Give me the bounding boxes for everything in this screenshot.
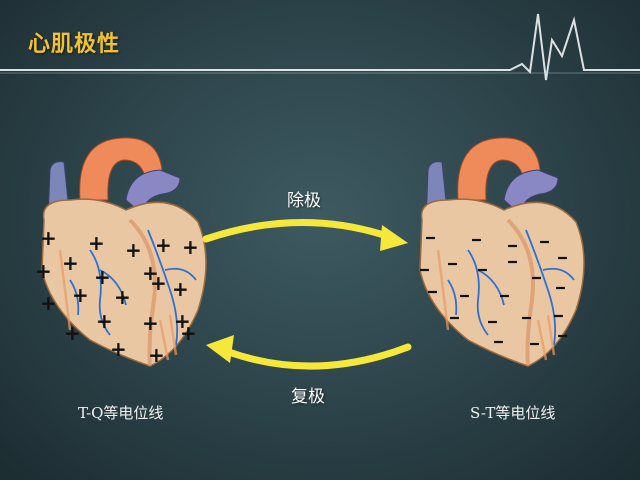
charge-sign: +: [150, 271, 167, 295]
myocardium: [419, 198, 585, 367]
charge-sign: +: [148, 343, 165, 367]
charge-sign: +: [94, 265, 111, 289]
depolarization-label: 除极: [287, 191, 321, 211]
coronary-vessels: [69, 229, 197, 346]
charge-sign: +: [88, 231, 105, 255]
coronary-vessels: [447, 229, 575, 346]
ecg-trace-decoration: [0, 13, 640, 81]
charge-sign: +: [174, 309, 191, 333]
aorta: [457, 137, 541, 201]
charge-signs: + + + + + + + + + + + + + + + + + + + + …: [35, 226, 199, 367]
charge-sign: +: [40, 226, 57, 250]
left-heart-caption: T-Q等电位线: [78, 404, 164, 422]
charge-sign: +: [142, 261, 159, 285]
charge-sign: +: [155, 233, 172, 257]
myocardium: [41, 198, 207, 367]
charge-sign: +: [72, 283, 89, 307]
page-title: 心肌极性: [28, 32, 121, 57]
charge-sign: +: [172, 277, 189, 301]
charge-sign: +: [114, 285, 131, 309]
charge-sign: +: [40, 291, 57, 315]
heart-polarized: + + + + + + + + + + + + + + + + + + + + …: [35, 137, 207, 367]
repolarization-arrow: [222, 343, 412, 370]
aorta: [79, 137, 163, 201]
charge-sign: +: [182, 235, 199, 259]
depolarization-arrow: [202, 219, 394, 243]
polarity-cycle-arrows: [202, 219, 412, 370]
right-heart-caption: S-T等电位线: [470, 404, 556, 422]
repolarization-label: 复极: [291, 387, 325, 407]
charge-sign: +: [180, 321, 197, 345]
charge-sign: +: [35, 259, 52, 283]
charge-sign: +: [64, 321, 81, 345]
depolarization-arrowhead: [380, 225, 408, 251]
charge-sign: +: [125, 238, 142, 262]
charge-sign: +: [62, 251, 79, 275]
charge-signs: [420, 236, 567, 346]
heart-depolarized: [419, 137, 585, 367]
charge-sign: +: [110, 337, 127, 361]
charge-sign: +: [96, 309, 113, 333]
charge-sign: +: [142, 311, 159, 335]
repolarization-arrowhead: [206, 335, 234, 363]
